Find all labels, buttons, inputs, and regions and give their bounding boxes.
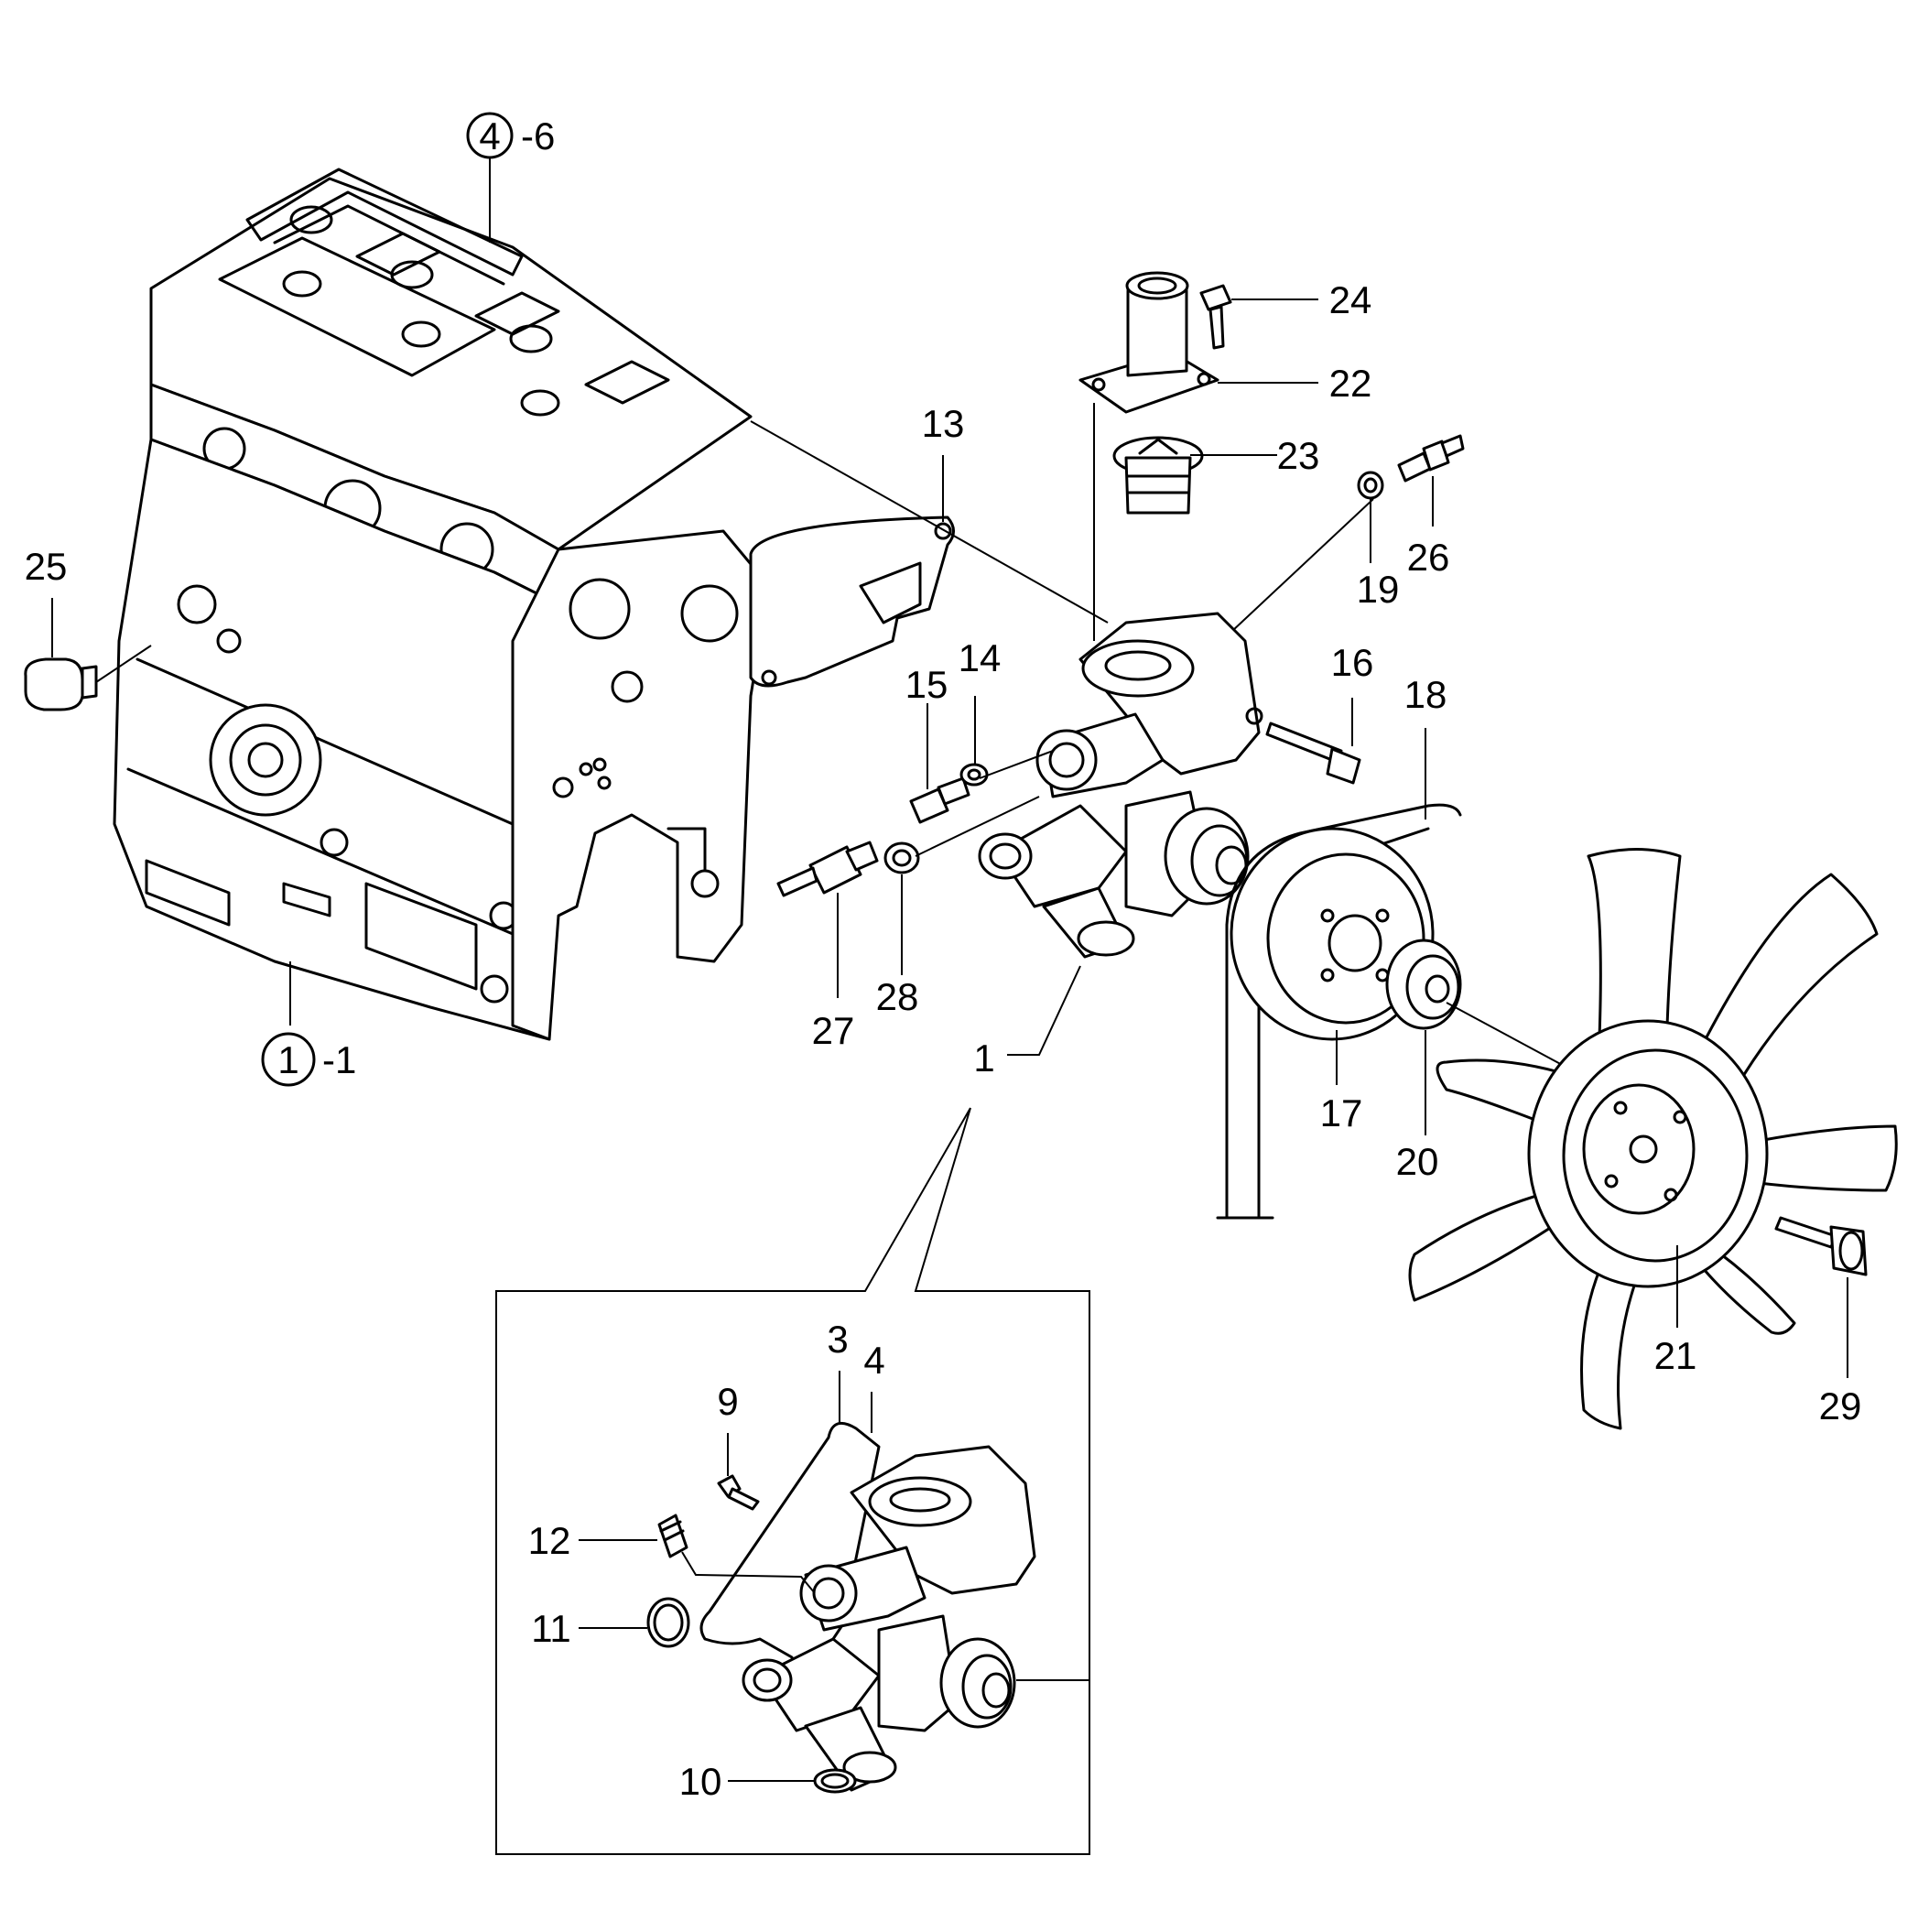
ref-1-number: 1: [277, 1038, 298, 1081]
bolt-29: [1774, 1216, 1868, 1276]
washer-14: [959, 763, 989, 787]
plug-25: [24, 645, 152, 711]
callout-26: 26: [1407, 536, 1450, 579]
bolt-16: [1265, 722, 1361, 785]
callout-9: 9: [717, 1380, 738, 1423]
callout-29: 29: [1819, 1384, 1862, 1427]
callout-22: 22: [1329, 362, 1372, 405]
ref-4-suffix: -6: [521, 114, 555, 157]
callout-3: 3: [827, 1318, 848, 1361]
ref-4-number: 4: [479, 114, 500, 157]
callout-20: 20: [1396, 1140, 1439, 1183]
callout-28: 28: [876, 975, 919, 1018]
callout-10: 10: [679, 1760, 722, 1803]
washer-28: [883, 841, 920, 874]
leader-lines: [51, 157, 1848, 1782]
thermostat-23: [1112, 436, 1204, 515]
callout-18: 18: [1404, 673, 1447, 716]
water-pump-assembly: [978, 612, 1263, 959]
callout-16: 16: [1331, 641, 1374, 684]
callout-4: 4: [863, 1339, 884, 1382]
sensor-27: [776, 841, 879, 897]
ref-circle-4: [466, 112, 514, 159]
pulley-17: [1230, 827, 1435, 1041]
callout-15: 15: [905, 663, 948, 706]
washer-19: [1357, 471, 1384, 500]
callout-27: 27: [812, 1009, 855, 1052]
gasket-13: [749, 516, 955, 688]
detail-inset: [495, 1107, 1090, 1855]
callout-21: 21: [1654, 1334, 1697, 1377]
ref-circle-1: [261, 1032, 316, 1087]
bolt-24: [1199, 284, 1232, 350]
sensor-26: [1397, 434, 1465, 483]
ref-1-suffix: -1: [322, 1038, 356, 1081]
bolt-15: [909, 776, 970, 824]
fan-21: [1408, 848, 1898, 1430]
callout-13: 13: [922, 402, 965, 445]
callout-23: 23: [1277, 434, 1320, 477]
callout-14: 14: [959, 636, 1002, 679]
callout-12: 12: [528, 1519, 571, 1562]
spacer-20: [1385, 939, 1462, 1030]
callout-1: 1: [973, 1037, 994, 1080]
callout-24: 24: [1329, 278, 1372, 321]
callout-17: 17: [1320, 1091, 1363, 1134]
callout-11: 11: [531, 1607, 571, 1650]
thermostat-cover-22: [1078, 271, 1219, 414]
callout-25: 25: [25, 545, 68, 588]
callout-19: 19: [1357, 568, 1400, 611]
engine-block: [113, 168, 771, 1041]
